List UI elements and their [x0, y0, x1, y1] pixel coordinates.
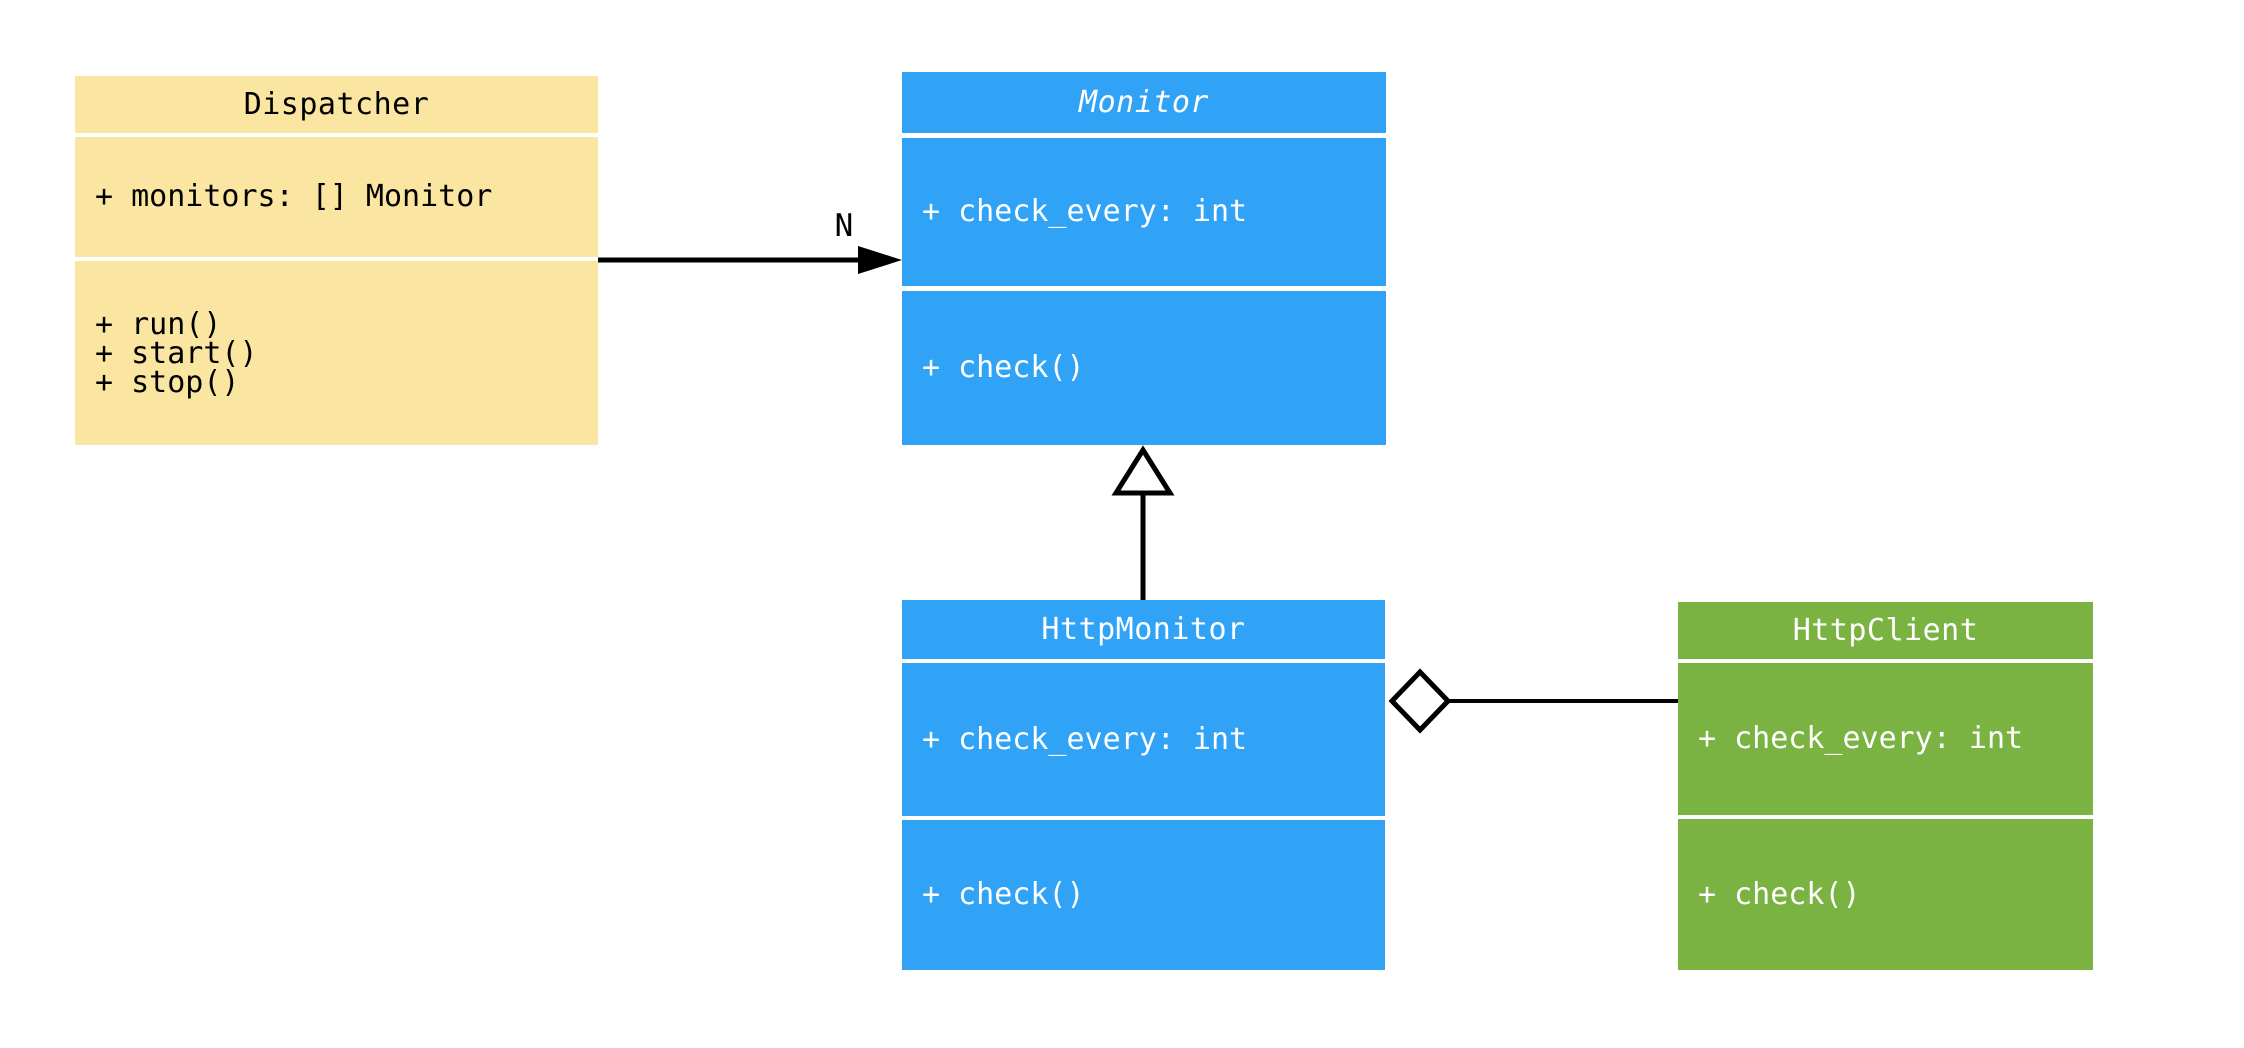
class-monitor-title: Monitor [902, 72, 1386, 133]
class-dispatcher: Dispatcher + monitors: [] Monitor + run(… [75, 76, 598, 445]
method-check: + check() [922, 877, 1085, 912]
class-httpmonitor-title: HttpMonitor [902, 600, 1385, 659]
inheritance-httpmonitor-to-monitor [1111, 445, 1175, 600]
class-dispatcher-attributes: + monitors: [] Monitor [75, 137, 598, 257]
class-monitor-methods: + check() [902, 291, 1386, 445]
method-start: + start() [95, 335, 258, 371]
class-dispatcher-methods: + run() + start() + stop() [75, 261, 598, 445]
class-httpclient: HttpClient + check_every: int + check() [1678, 602, 2093, 970]
class-httpclient-methods: + check() [1678, 819, 2093, 970]
class-httpclient-attributes: + check_every: int [1678, 663, 2093, 815]
attribute-check-every: + check_every: int [1698, 721, 2024, 756]
aggregation-httpmonitor-to-httpclient [1388, 668, 1678, 734]
method-run: + run() [95, 306, 222, 342]
class-monitor-attributes: + check_every: int [902, 138, 1386, 286]
association-multiplicity-label: N [834, 208, 854, 244]
class-dispatcher-title: Dispatcher [75, 76, 598, 133]
method-check: + check() [922, 350, 1085, 385]
attribute-check-every: + check_every: int [922, 194, 1248, 229]
class-httpclient-title: HttpClient [1678, 602, 2093, 659]
method-check: + check() [1698, 876, 1861, 912]
association-dispatcher-to-monitor [598, 246, 902, 274]
class-httpmonitor-methods: + check() [902, 820, 1385, 970]
attribute-monitors: + monitors: [] Monitor [95, 179, 493, 214]
class-monitor: Monitor + check_every: int + check() [902, 72, 1386, 445]
aggregation-diamond-icon [1388, 668, 1452, 734]
class-httpmonitor: HttpMonitor + check_every: int + check() [902, 600, 1385, 970]
method-stop: + stop() [95, 364, 240, 400]
inheritance-triangle-icon [1111, 445, 1175, 496]
attribute-check-every: + check_every: int [922, 721, 1248, 757]
association-arrowhead-icon [858, 246, 902, 274]
class-httpmonitor-attributes: + check_every: int [902, 663, 1385, 816]
